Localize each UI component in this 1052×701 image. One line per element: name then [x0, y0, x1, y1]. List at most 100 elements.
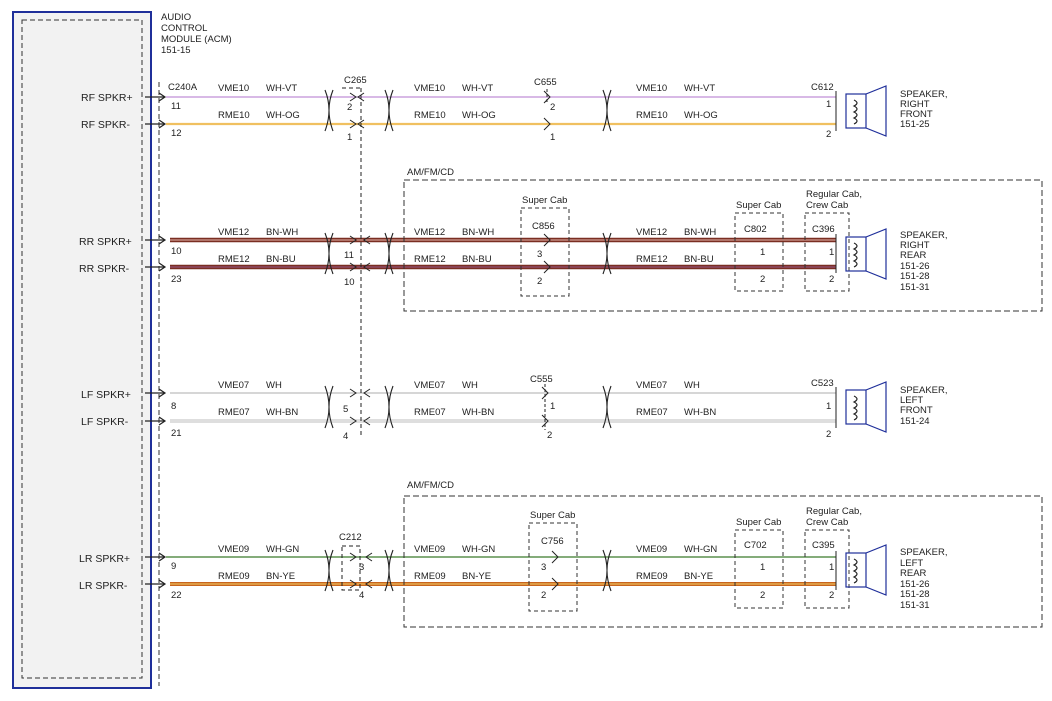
connector-c655[interactable]	[543, 89, 551, 131]
speaker-label-line: REAR	[900, 250, 927, 261]
color-code-label: BN-WH	[684, 227, 716, 238]
connector-c702[interactable]	[734, 529, 784, 609]
connector-c856-label: C856	[532, 221, 555, 232]
c523-pin-1: 1	[826, 401, 831, 412]
module-pin-23: 23	[171, 274, 182, 285]
module-title-line-3: MODULE (ACM)	[161, 34, 232, 45]
c395-pin-2: 2	[829, 590, 834, 601]
c265-pin-10: 10	[344, 277, 355, 288]
circuit-label: VME12	[414, 227, 445, 238]
speaker-icon	[845, 381, 887, 433]
connector-c555-label: C555	[530, 374, 553, 385]
c856-pin-3: 3	[537, 249, 542, 260]
color-code-label: BN-YE	[684, 571, 713, 582]
speaker-icon	[845, 228, 887, 280]
c265-inline-connector[interactable]	[342, 87, 371, 435]
c396-pin-1: 1	[829, 247, 834, 258]
pin-label-rf-spkr-plus: RF SPKR+	[81, 92, 133, 104]
c655-pin-1: 1	[550, 132, 555, 143]
connector-c396[interactable]	[804, 212, 850, 292]
pin-label-lf-spkr-minus: LF SPKR-	[81, 416, 129, 428]
connector-c212[interactable]	[341, 545, 373, 591]
connector-c212-label: C212	[339, 532, 362, 543]
c802-pin-2: 2	[760, 274, 765, 285]
c265-pin-1: 1	[347, 132, 352, 143]
c555-pin-1: 1	[550, 401, 555, 412]
speaker-label-line: LEFT	[900, 558, 923, 569]
speaker-label-line: 151-31	[900, 600, 930, 611]
module-title: AUDIO CONTROL MODULE (ACM) 151-15	[161, 12, 232, 56]
connector-c702-label: C702	[744, 540, 767, 551]
pin-label-lr-spkr-minus: LR SPKR-	[79, 580, 128, 592]
color-code-label: WH-BN	[462, 407, 494, 418]
twist-icon	[602, 232, 612, 275]
twist-icon	[384, 89, 394, 132]
audio-control-module[interactable]	[12, 11, 160, 689]
circuit-label: VME10	[414, 83, 445, 94]
connector-c655-label: C655	[534, 77, 557, 88]
module-pin-10: 10	[171, 246, 182, 257]
color-code-label: WH-GN	[684, 544, 717, 555]
speaker-label-line: SPEAKER,	[900, 89, 948, 100]
c612-pin-2: 2	[826, 129, 831, 140]
variant-label-crew-cab: Crew Cab	[806, 200, 848, 211]
color-code-label: BN-BU	[684, 254, 714, 265]
twist-icon	[324, 549, 334, 592]
speaker-left-rear[interactable]: SPEAKER, LEFT REAR 151-26 151-28 151-31	[845, 544, 948, 611]
connector-c555[interactable]	[541, 384, 549, 430]
module-pin-8: 8	[171, 401, 176, 412]
module-pin-21: 21	[171, 428, 182, 439]
connector-c856[interactable]	[520, 207, 570, 297]
speaker-right-rear[interactable]: SPEAKER, RIGHT REAR 151-26 151-28 151-31	[845, 228, 948, 293]
module-title-line-4: 151-15	[161, 45, 191, 56]
color-code-label: WH-VT	[266, 83, 297, 94]
connector-c523-label: C523	[811, 378, 834, 389]
pin-label-lr-spkr-plus: LR SPKR+	[79, 553, 130, 565]
color-code-label: BN-BU	[266, 254, 296, 265]
connector-c395[interactable]	[804, 529, 850, 609]
variant-label-regular-cab: Regular Cab,	[806, 506, 862, 517]
module-outline	[12, 11, 152, 689]
twist-icon	[602, 549, 612, 592]
connector-c396-label: C396	[812, 224, 835, 235]
circuit-label: RME09	[218, 571, 250, 582]
circuit-label: RME10	[218, 110, 250, 121]
twist-icon	[384, 232, 394, 275]
speaker-label-line: 151-28	[900, 589, 930, 600]
circuit-label: VME07	[636, 380, 667, 391]
connector-c265-label: C265	[344, 75, 367, 86]
c396-pin-2: 2	[829, 274, 834, 285]
speaker-left-front[interactable]: SPEAKER, LEFT FRONT 151-24	[845, 381, 948, 433]
pin-label-rr-spkr-plus: RR SPKR+	[79, 236, 132, 248]
circuit-label: VME10	[218, 83, 249, 94]
module-pin-11: 11	[171, 101, 181, 112]
color-code-label: WH	[462, 380, 478, 391]
pin-labels: RF SPKR+ RF SPKR- RR SPKR+ RR SPKR- LF S…	[79, 92, 133, 592]
connector-c802[interactable]	[734, 212, 784, 292]
c756-pin-2: 2	[541, 590, 546, 601]
c265-pin-4: 4	[343, 431, 348, 442]
twist-icon	[324, 385, 334, 429]
twist-icon	[602, 89, 612, 132]
circuit-label: VME07	[218, 380, 249, 391]
c802-pin-1: 1	[760, 247, 765, 258]
variant-label-super-cab: Super Cab	[530, 510, 575, 521]
connector-c240a-label: C240A	[168, 82, 198, 93]
color-code-label: WH	[684, 380, 700, 391]
speaker-label-line: 151-31	[900, 282, 930, 293]
module-pin-12: 12	[171, 128, 182, 139]
module-pin-9: 9	[171, 561, 176, 572]
circuit-label: RME12	[218, 254, 250, 265]
speaker-icon	[845, 544, 887, 596]
circuit-label: RME09	[414, 571, 446, 582]
speaker-label-line: SPEAKER,	[900, 547, 948, 558]
connector-c612-label: C612	[811, 82, 834, 93]
module-pin-22: 22	[171, 590, 182, 601]
color-code-label: BN-YE	[462, 571, 491, 582]
c702-pin-2: 2	[760, 590, 765, 601]
speaker-label-line: SPEAKER,	[900, 230, 948, 241]
connector-c756[interactable]	[528, 522, 578, 612]
option-box-am-fm-cd-2: AM/FM/CD	[403, 480, 1043, 628]
speaker-right-front[interactable]: SPEAKER, RIGHT FRONT 151-25	[845, 85, 948, 137]
